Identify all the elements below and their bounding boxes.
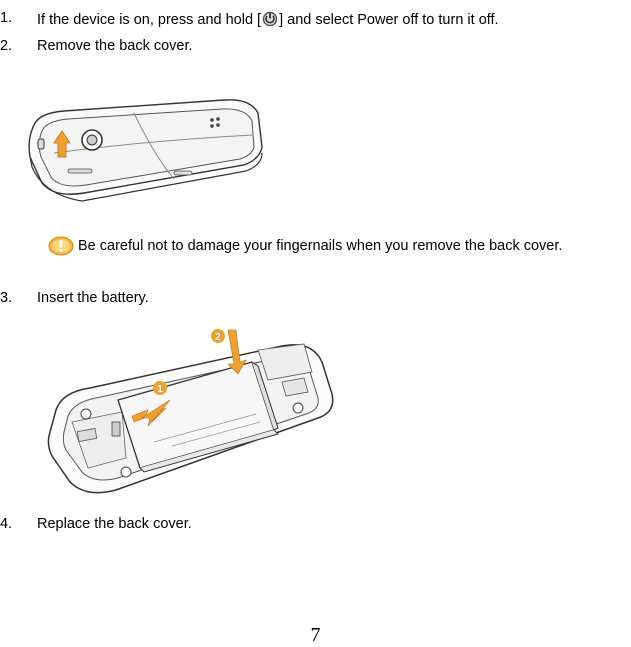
remove-back-cover-illustration [24, 95, 264, 210]
step-number: 1. [0, 10, 13, 26]
step-number: 2. [0, 38, 13, 54]
step-text: Insert the battery. [37, 290, 149, 306]
step-text: Remove the back cover. [37, 38, 193, 54]
callout-1: 1 [157, 384, 163, 395]
step-text: Replace the back cover. [37, 516, 192, 532]
callout-2: 2 [215, 332, 221, 343]
step-text-before: If the device is on, press and hold [ [37, 12, 262, 28]
power-icon [262, 9, 278, 32]
caution-note: Be careful not to damage your fingernail… [48, 236, 562, 261]
step-number: 3. [0, 290, 13, 306]
step-text: If the device is on, press and hold [ ] … [37, 9, 499, 32]
caution-icon [48, 236, 74, 261]
caution-text: Be careful not to damage your fingernail… [78, 238, 563, 254]
page-number: 7 [310, 624, 321, 646]
step-number: 4. [0, 516, 13, 532]
insert-battery-illustration: 1 2 [42, 322, 334, 503]
step-text-after: ] and select Power off to turn it off. [279, 12, 499, 28]
